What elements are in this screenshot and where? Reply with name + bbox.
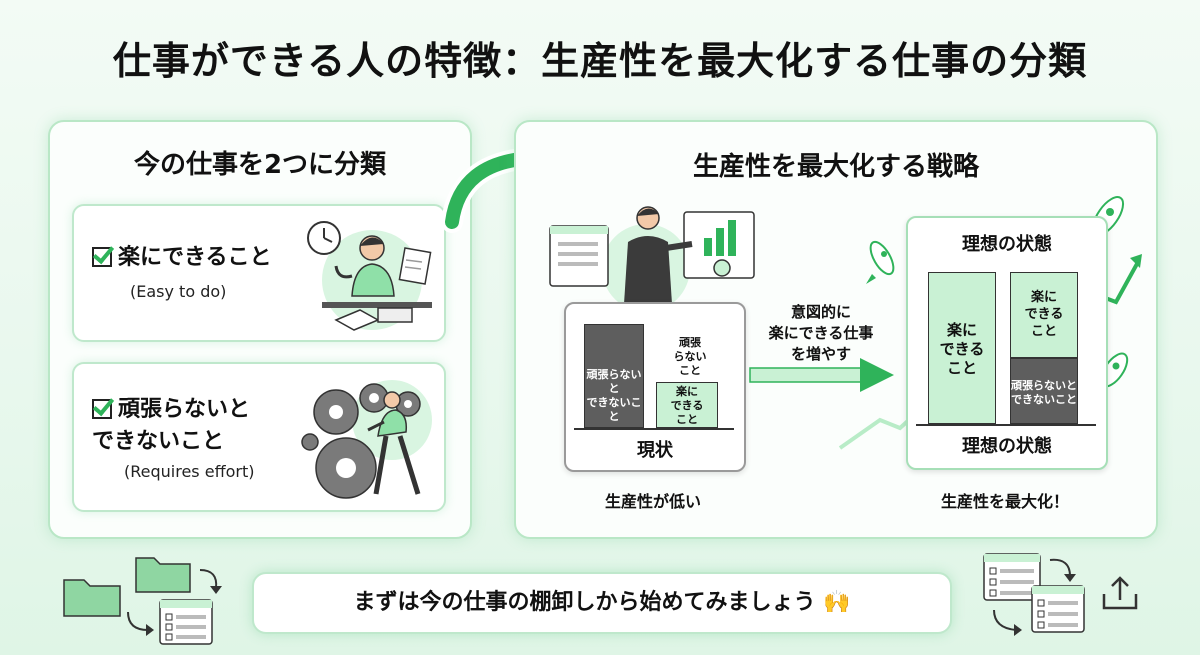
ideal-baseline: [916, 424, 1096, 426]
hard-task-card: 頑張らないとできないこと (Requires effort): [72, 362, 446, 512]
classification-panel: 今の仕事を2つに分類 楽にできること (Easy to do) 頑張らないとでき…: [48, 120, 472, 539]
checklist-icon: [1031, 585, 1085, 633]
current-baseline: [574, 428, 734, 430]
current-easy-bar: 楽にできること: [656, 382, 718, 428]
ideal-right-hard-bar: 頑張らないとできないこと: [1010, 358, 1078, 424]
current-hard-bar: 頑張らないとできないこと: [584, 324, 644, 428]
refresh-arrow-icon: [127, 611, 154, 636]
easy-task-card: 楽にできること (Easy to do): [72, 204, 446, 342]
footer-message: まずは今の仕事の棚卸しから始めてみましょう 🙌: [252, 572, 952, 634]
page-title: 仕事ができる人の特徴：生産性を最大化する仕事の分類: [112, 39, 1088, 83]
strategy-title: 生産性を最大化する戦略: [692, 152, 979, 182]
ideal-right-easy-label: 楽にできること: [1024, 290, 1064, 339]
relaxed-worker-illustration: [307, 221, 432, 331]
checklist-icon: [983, 553, 1041, 601]
current-caption: 生産性が低い: [604, 492, 701, 511]
current-hard-bar-label: 頑張らないとできないこと: [586, 367, 642, 423]
ideal-right-easy-bar: 楽にできること: [1010, 272, 1078, 358]
refresh-arrow-icon: [993, 609, 1022, 636]
strategy-arrow-text: 意図的に楽にできる仕事を増やす: [768, 303, 874, 363]
checkbox-icon: [92, 247, 112, 267]
refresh-arrow-icon: [199, 569, 222, 594]
ideal-bottom-label: 理想の状態: [962, 436, 1052, 457]
easy-task-label: 楽にできること: [92, 242, 272, 274]
presenter-illustration: [549, 206, 755, 312]
gear-worker-illustration: [301, 380, 432, 499]
current-easy-bar-label: 楽にできること: [670, 385, 704, 426]
current-label: 現状: [637, 440, 673, 461]
ideal-easy-bar: 楽にできること: [928, 272, 996, 424]
ideal-state-chart: 理想の状態 楽にできること 楽にできること 頑張らないとできないこと 理想の状態: [906, 216, 1108, 470]
hard-task-label: 頑張らないとできないこと: [92, 397, 251, 454]
folder-icon: [135, 557, 191, 593]
rocket-icon: [866, 240, 895, 284]
checkbox-icon: [92, 399, 112, 419]
ideal-caption: 生産性を最大化！: [940, 492, 1069, 511]
ideal-right-hard-label: 頑張らないとできないこと: [1011, 379, 1077, 406]
strategy-panel: 生産性を最大化する戦略 頑張らないとできないこと 頑張らないこと 楽にできること…: [514, 120, 1158, 539]
classification-title: 今の仕事を2つに分類: [133, 150, 387, 180]
right-arrow-icon: [749, 358, 894, 392]
checklist-icon: [159, 599, 213, 645]
easy-task-sub: (Easy to do): [130, 282, 227, 301]
ideal-top-label: 理想の状態: [962, 234, 1052, 255]
folder-icon: [63, 579, 121, 617]
current-state-chart: 頑張らないとできないこと 頑張らないこと 楽にできること 現状: [564, 302, 746, 472]
ideal-easy-bar-label: 楽にできること: [939, 321, 985, 377]
upload-icon: [1102, 576, 1138, 610]
current-side-text: 頑張らないこと: [673, 336, 707, 377]
hard-task-sub: (Requires effort): [124, 462, 255, 481]
refresh-arrow-icon: [1049, 558, 1076, 582]
